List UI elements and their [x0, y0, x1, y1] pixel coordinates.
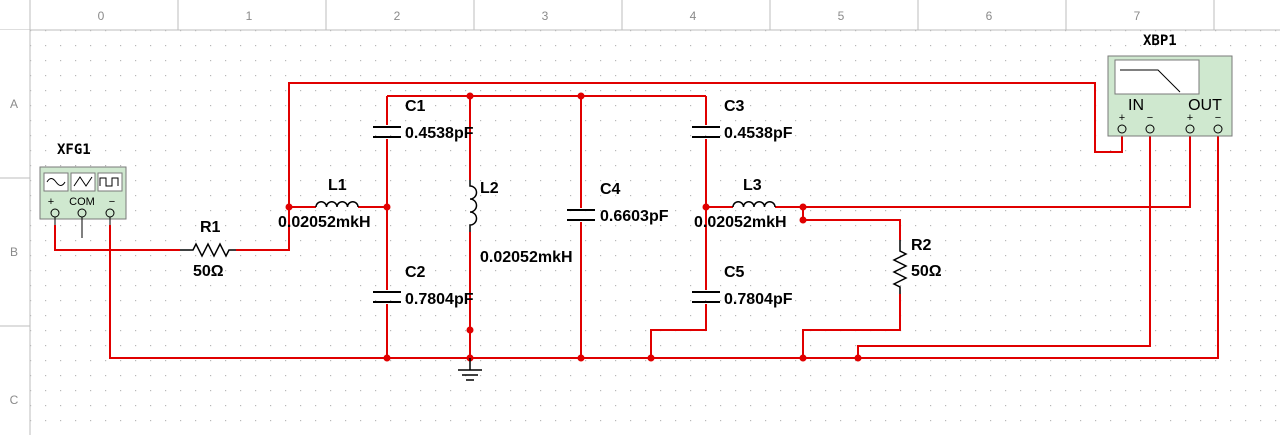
c3-name: C3 — [724, 98, 745, 115]
inductor-l3[interactable]: L3 0.02052mkH — [694, 177, 787, 231]
capacitor-c5[interactable]: C5 0.7804pF — [692, 264, 793, 308]
l3-value: 0.02052mkH — [694, 214, 787, 231]
capacitor-c4[interactable]: C4 0.6603pF — [567, 181, 669, 225]
c3-value: 0.4538pF — [724, 125, 793, 142]
bode-plotter-xbp1[interactable]: XBP1 IN OUT + − + − — [1107, 33, 1233, 137]
l2-name: L2 — [480, 180, 499, 197]
c4-name: C4 — [600, 181, 621, 198]
l3-name: L3 — [743, 177, 762, 194]
xfg1-plus-label: + — [48, 196, 54, 208]
wires — [54, 82, 1219, 359]
c4-value: 0.6603pF — [600, 208, 669, 225]
l1-value: 0.02052mkH — [278, 214, 371, 231]
c2-value: 0.7804pF — [405, 291, 474, 308]
ruler-row-a: A — [10, 97, 18, 111]
xfg1-com-label: COM — [69, 196, 95, 208]
bode-plot-display-icon — [1114, 59, 1200, 95]
ruler-col-7: 7 — [1134, 9, 1141, 23]
c5-name: C5 — [724, 264, 745, 281]
c2-name: C2 — [405, 264, 426, 281]
ruler-col-0: 0 — [98, 9, 105, 23]
xbp1-in-minus-label: − — [1147, 112, 1153, 124]
ruler-row-b: B — [10, 245, 18, 259]
ruler-col-6: 6 — [986, 9, 993, 23]
l2-value: 0.02052mkH — [480, 249, 573, 266]
r1-value: 50Ω — [193, 263, 224, 280]
resistor-r1[interactable]: R1 50Ω — [180, 219, 236, 280]
r2-value: 50Ω — [911, 263, 942, 280]
xfg1-plus-terminal[interactable] — [50, 208, 60, 218]
dot-grid — [30, 30, 1280, 435]
xbp1-name: XBP1 — [1143, 33, 1177, 49]
resistor-r2[interactable]: R2 50Ω — [892, 237, 942, 294]
r1-name: R1 — [200, 219, 221, 236]
capacitor-c1[interactable]: C1 0.4538pF — [373, 98, 474, 142]
inductor-l1[interactable]: L1 0.02052mkH — [278, 177, 371, 231]
ruler-col-3: 3 — [542, 9, 549, 23]
l1-name: L1 — [328, 177, 347, 194]
function-generator-xfg1[interactable]: XFG1 + COM − — [39, 142, 127, 238]
r2-name: R2 — [911, 237, 932, 254]
ruler-row-c: C — [10, 393, 19, 407]
xbp1-out-plus-label: + — [1187, 112, 1193, 124]
ruler-col-5: 5 — [838, 9, 845, 23]
xbp1-in-minus-terminal[interactable] — [1145, 124, 1155, 134]
xbp1-out-minus-label: − — [1215, 112, 1221, 124]
xfg1-com-terminal[interactable] — [77, 208, 87, 218]
xfg1-name: XFG1 — [57, 142, 91, 158]
capacitor-c3[interactable]: C3 0.4538pF — [692, 98, 793, 142]
capacitor-c2[interactable]: C2 0.7804pF — [373, 264, 474, 308]
xbp1-out-label: OUT — [1188, 97, 1222, 114]
ruler-col-4: 4 — [690, 9, 697, 23]
c1-value: 0.4538pF — [405, 125, 474, 142]
ruler-col-2: 2 — [394, 9, 401, 23]
ruler-col-1: 1 — [246, 9, 253, 23]
junctions — [285, 92, 862, 362]
left-ruler: A B C — [0, 30, 31, 435]
top-ruler: 0 1 2 3 4 5 6 7 — [0, 0, 1280, 31]
inductor-l2[interactable]: L2 0.02052mkH — [469, 180, 573, 266]
xbp1-in-label: IN — [1128, 97, 1144, 114]
c5-value: 0.7804pF — [724, 291, 793, 308]
xbp1-in-plus-terminal[interactable] — [1117, 124, 1127, 134]
xfg1-minus-terminal[interactable] — [105, 208, 115, 218]
ground-symbol[interactable] — [458, 358, 482, 381]
xfg1-minus-label: − — [109, 196, 115, 208]
xbp1-out-minus-terminal[interactable] — [1213, 124, 1223, 134]
xbp1-out-plus-terminal[interactable] — [1185, 124, 1195, 134]
c1-name: C1 — [405, 98, 426, 115]
xbp1-in-plus-label: + — [1119, 112, 1125, 124]
